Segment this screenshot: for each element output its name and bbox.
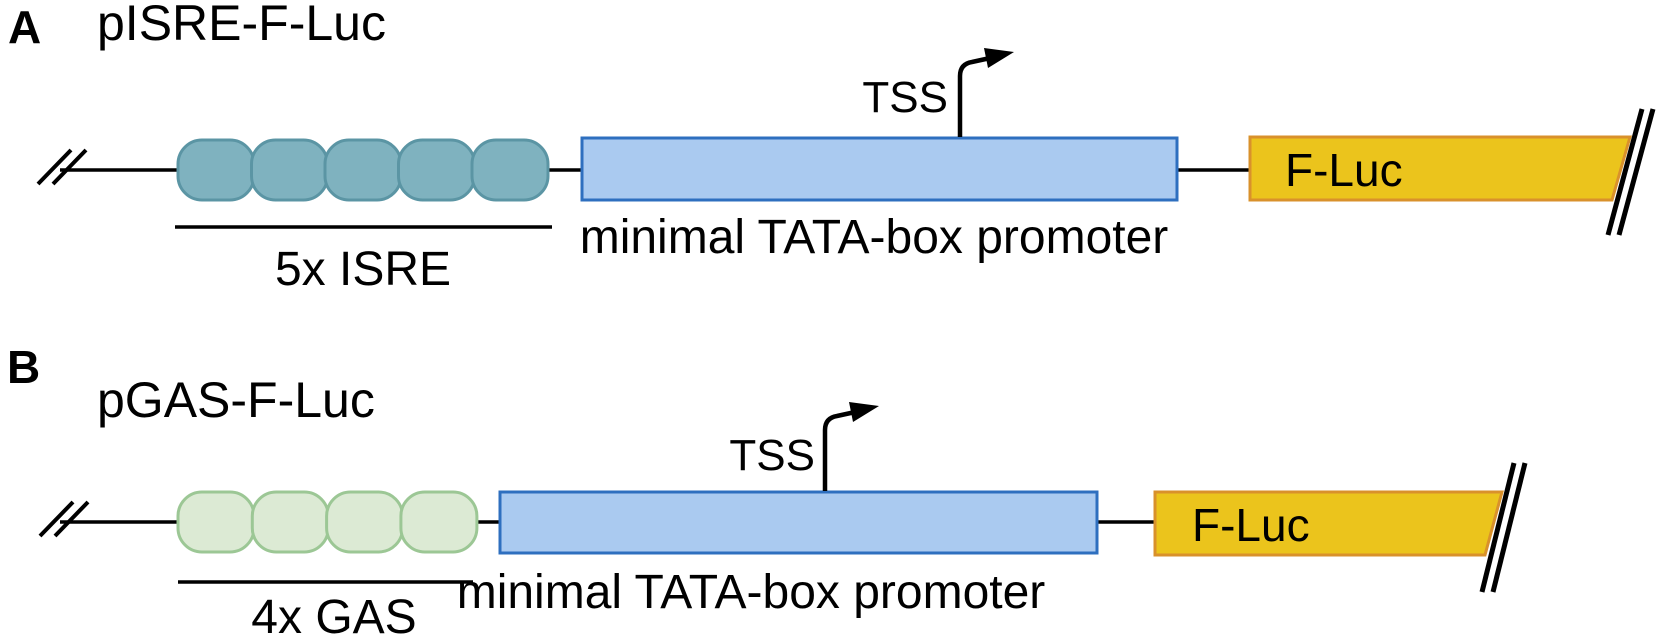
response-element-row-isre <box>176 138 550 202</box>
response-element-oval <box>325 490 405 554</box>
panel-b-title: pGAS-F-Luc <box>97 372 375 428</box>
gene-break-icon <box>1479 462 1528 593</box>
response-element-oval <box>399 490 479 554</box>
response-element-oval <box>176 490 256 554</box>
backbone-break-icon <box>38 500 90 538</box>
backbone-break-icon <box>36 148 88 186</box>
response-element-count-label: 4x GAS <box>251 591 416 641</box>
gene-box <box>1248 135 1632 202</box>
tss-label: TSS <box>729 431 815 480</box>
promoter-label: minimal TATA-box promoter <box>457 566 1046 619</box>
panel-a: A pISRE-F-Luc 5x ISRE minimal TATA-box p… <box>8 0 1656 296</box>
gene-label: F-Luc <box>1192 499 1310 551</box>
response-element-oval <box>176 138 256 202</box>
panel-b: B pGAS-F-Luc 4x GAS minimal TATA-box pro… <box>7 341 1528 641</box>
response-element-oval <box>470 138 550 202</box>
response-element-row-gas <box>176 490 479 554</box>
promoter-box <box>580 136 1179 202</box>
panel-b-letter: B <box>7 341 40 393</box>
response-element-oval <box>397 138 476 202</box>
gene-label: F-Luc <box>1285 144 1403 196</box>
promoter-label: minimal TATA-box promoter <box>580 211 1169 264</box>
promoter-box <box>498 490 1099 555</box>
panel-a-letter: A <box>8 1 41 53</box>
response-element-oval <box>323 138 403 202</box>
response-element-oval <box>250 138 329 202</box>
gene-break-icon <box>1605 108 1656 236</box>
tss-label: TSS <box>862 73 948 122</box>
response-element-oval <box>250 490 330 554</box>
tss-arrow-icon <box>822 402 879 491</box>
panel-a-title: pISRE-F-Luc <box>97 0 386 51</box>
gene-box <box>1153 490 1504 557</box>
response-element-count-label: 5x ISRE <box>275 243 451 296</box>
tss-arrow-icon <box>957 48 1014 137</box>
